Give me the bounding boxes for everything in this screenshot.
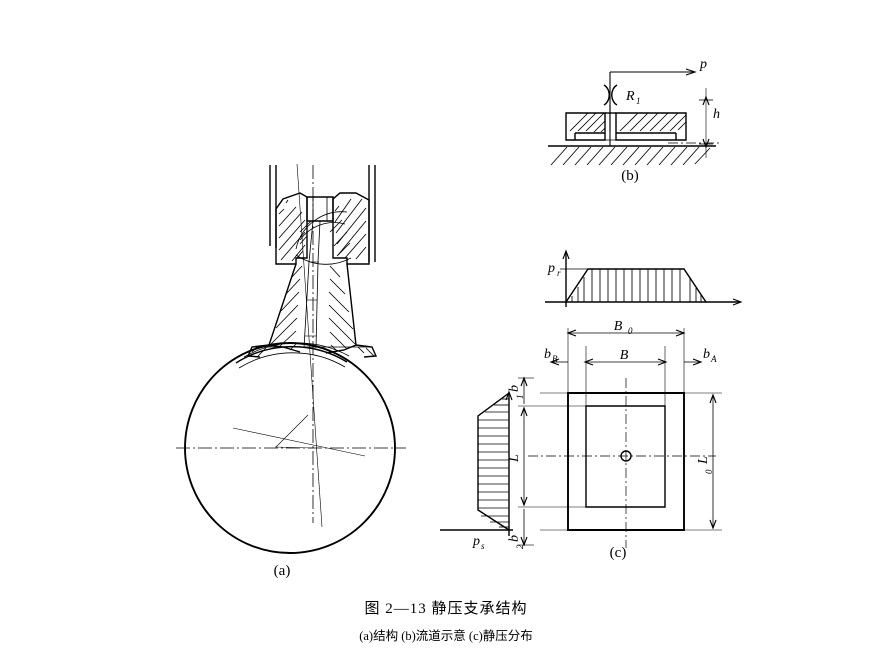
figure-caption-main: 图 2—13 静压支承结构 — [364, 601, 528, 617]
part-c-inner-width-label: B — [620, 348, 629, 363]
part-b-restrictor-subscript: 1 — [636, 96, 641, 106]
part-c-top-pressure-label: p — [547, 261, 555, 276]
part-b-restrictor-label: R — [625, 89, 635, 104]
part-b-group: p R 1 h (b) — [548, 57, 722, 184]
part-c-right-land-label: b — [703, 347, 710, 362]
part-a-label: (a) — [274, 563, 291, 579]
part-c-top-land-label: b — [507, 385, 522, 392]
part-b-pressure-label: p — [699, 57, 707, 72]
part-c-top-land-subscript: 1 — [515, 395, 525, 400]
part-c-left-land-label: b — [544, 347, 551, 362]
part-c-bottom-land-subscript: 2 — [515, 544, 525, 549]
part-c-left-pressure-subscript: s — [481, 541, 485, 551]
part-c-inner-length-label: L — [507, 454, 522, 463]
part-c-outer-length-subscript: 0 — [704, 469, 714, 474]
part-a-group: (a) — [176, 163, 406, 579]
part-c-left-land-subscript: B — [552, 354, 558, 364]
part-c-bottom-land-label: b — [507, 535, 522, 542]
part-b-label: (b) — [621, 168, 639, 184]
part-c-outer-width-label: B — [614, 319, 623, 334]
part-c-group: p r B 0 B b B b A — [440, 249, 743, 561]
part-c-left-pressure-label: p — [472, 534, 480, 549]
part-c-label: (c) — [610, 545, 627, 561]
part-c-outer-width-subscript: 0 — [628, 326, 633, 336]
part-c-right-land-subscript: A — [710, 354, 717, 364]
part-c-outer-length-label: L — [696, 456, 711, 465]
part-c-top-pressure-subscript: r — [557, 268, 561, 278]
part-b-gap-label: h — [713, 107, 720, 122]
figure-caption-sub: (a)结构 (b)流道示意 (c)静压分布 — [359, 629, 533, 643]
figure-caption-block: 图 2—13 静压支承结构 (a)结构 (b)流道示意 (c)静压分布 — [0, 597, 892, 644]
